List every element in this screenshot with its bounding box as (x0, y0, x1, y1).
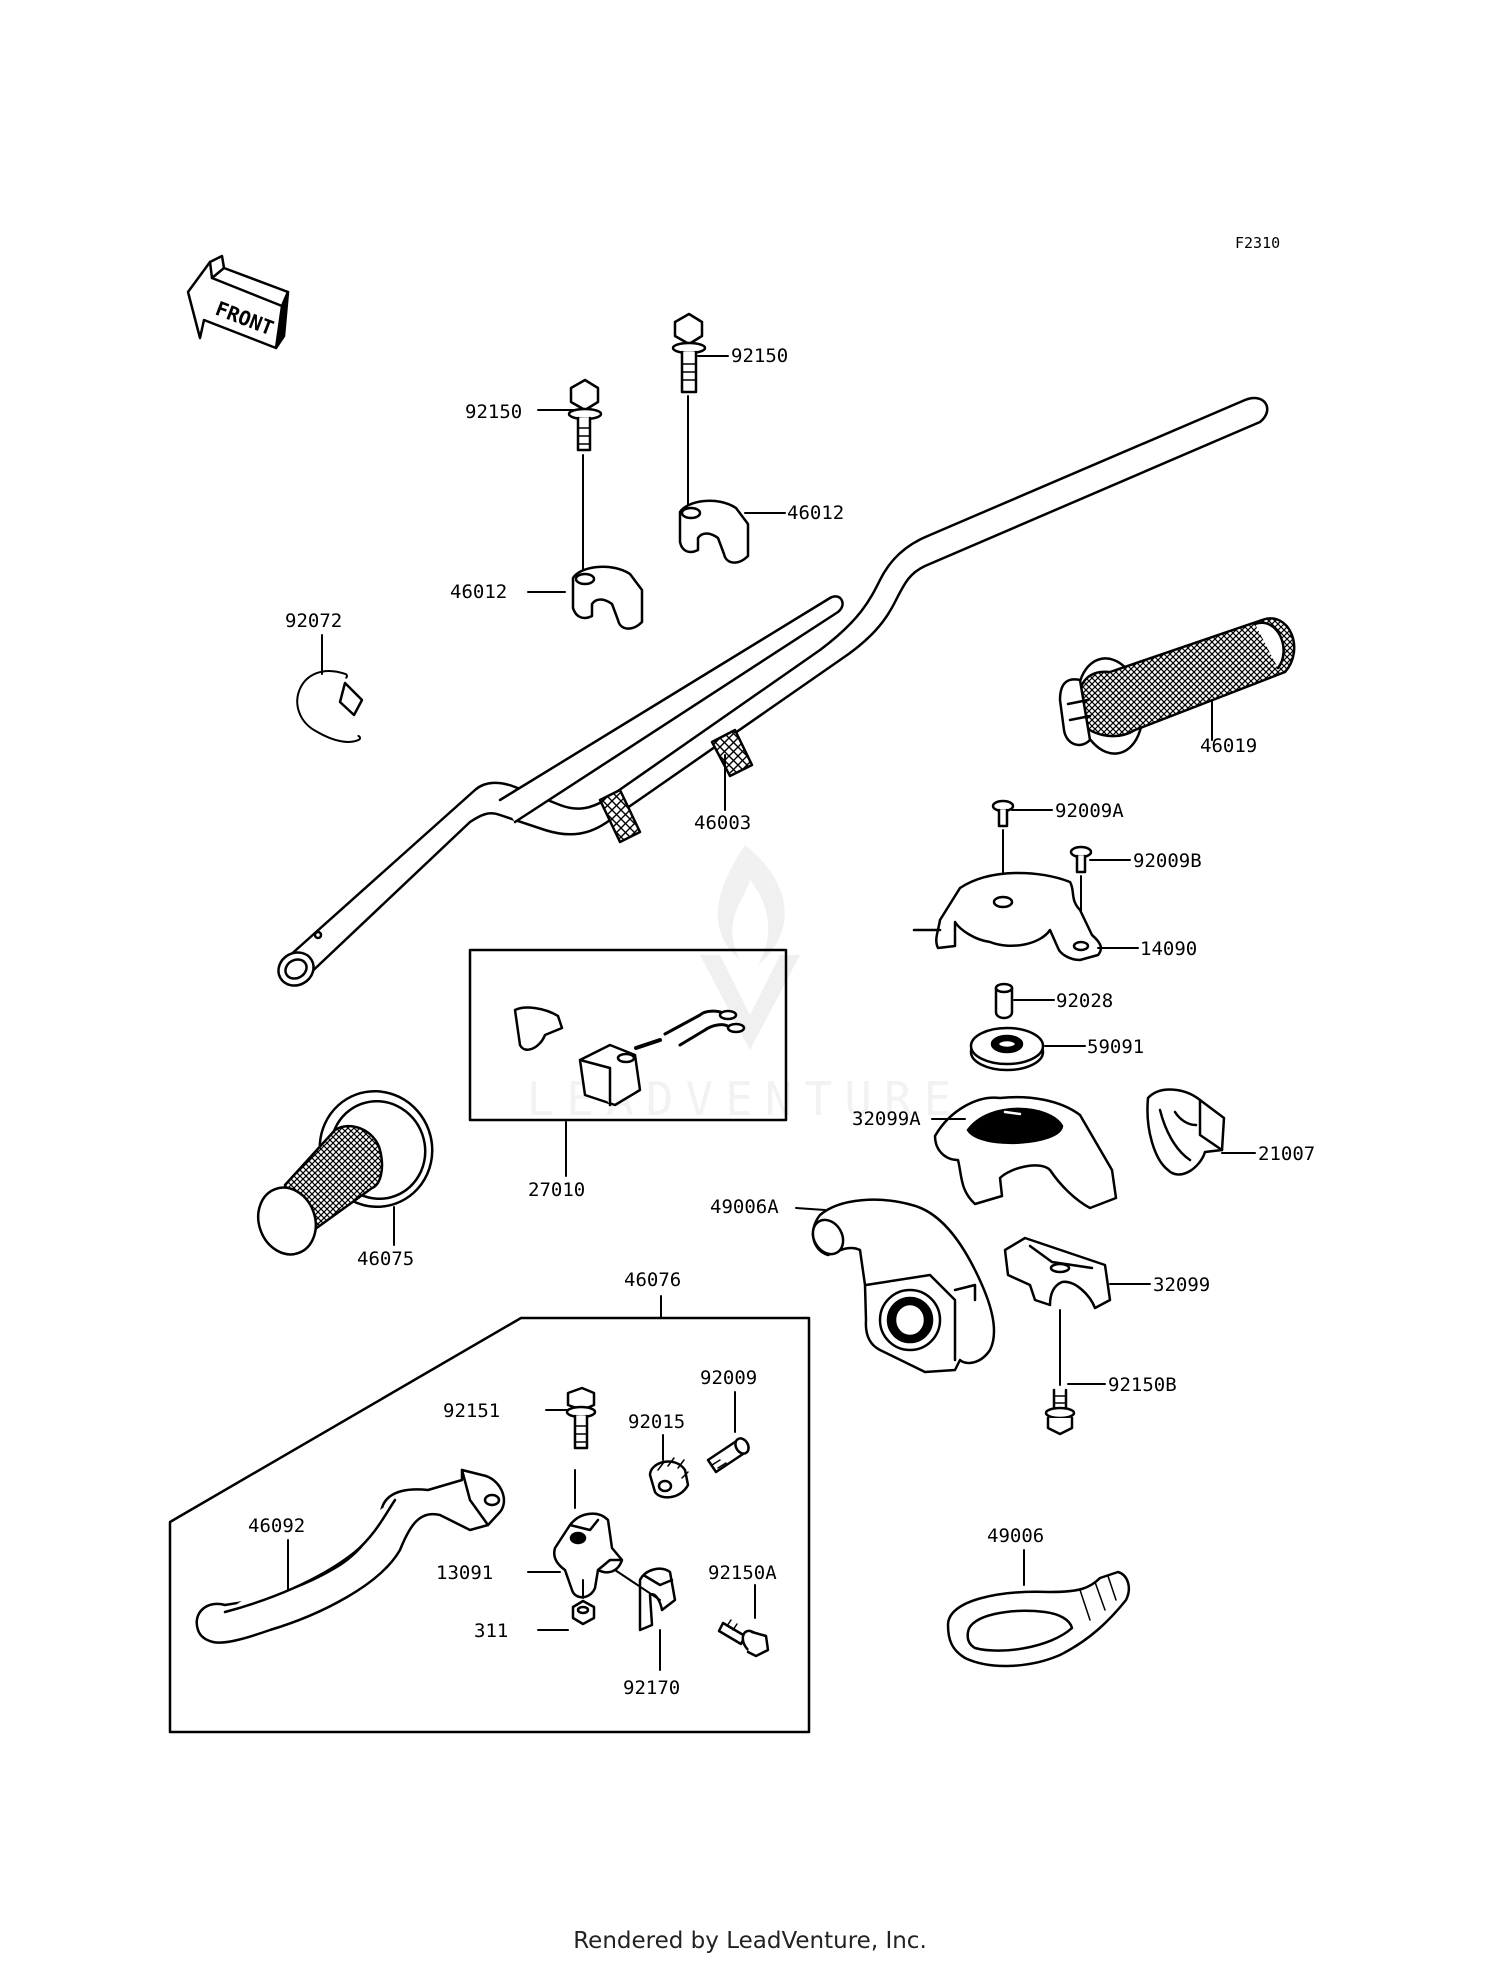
lever-assembly-box (168, 1295, 811, 1734)
throttle-clamp (1003, 1236, 1112, 1386)
part-label-92150-right: 92150 (731, 345, 788, 367)
part-label-92009a: 92009A (1055, 800, 1124, 822)
handlebar (277, 396, 1269, 987)
part-label-92150b: 92150B (1108, 1374, 1177, 1396)
part-label-92028: 92028 (1056, 990, 1113, 1012)
part-label-13091: 13091 (436, 1562, 493, 1584)
part-label-311: 311 (474, 1620, 508, 1642)
part-labels: F2310 92150 92150 46012 46012 92072 4600… (248, 234, 1315, 1699)
lever-holder (553, 1512, 624, 1599)
throttle-cover (912, 871, 1103, 962)
nut-311 (571, 1579, 596, 1626)
throttle-cover-boot (946, 1570, 1130, 1668)
part-label-46012-right: 46012 (787, 502, 844, 524)
part-label-46092: 46092 (248, 1515, 305, 1537)
part-label-14090: 14090 (1140, 938, 1197, 960)
throttle-drum (1146, 1088, 1226, 1176)
part-label-92072: 92072 (285, 610, 342, 632)
bolt-92151 (565, 1386, 597, 1509)
diagram-code: F2310 (1235, 234, 1280, 252)
locknut-92015 (648, 1457, 690, 1499)
part-label-21007: 21007 (1258, 1143, 1315, 1165)
part-label-49006: 49006 (987, 1525, 1044, 1547)
collar (994, 982, 1014, 1020)
part-label-92150a: 92150A (708, 1562, 777, 1584)
handlebar-holder-left (571, 565, 644, 630)
handlebar-holder-right (678, 499, 750, 564)
part-label-59091: 59091 (1087, 1036, 1144, 1058)
throttle-housing-lower (811, 1198, 996, 1374)
part-label-32099a: 32099A (852, 1108, 921, 1130)
holder-bolt-left (567, 378, 603, 575)
part-label-27010: 27010 (528, 1179, 585, 1201)
part-label-46012-left: 46012 (450, 581, 507, 603)
lever-clamp (614, 1567, 677, 1632)
clutch-lever (195, 1468, 506, 1644)
throttle-grip (1058, 617, 1296, 755)
footer-credit: Rendered by LeadVenture, Inc. (573, 1928, 927, 1954)
part-label-92170: 92170 (623, 1677, 680, 1699)
part-label-92009b: 92009B (1133, 850, 1202, 872)
part-label-92009: 92009 (700, 1367, 757, 1389)
band-clip (296, 670, 364, 743)
part-label-92150-left: 92150 (465, 401, 522, 423)
part-label-92015: 92015 (628, 1411, 685, 1433)
part-label-46075: 46075 (357, 1248, 414, 1270)
bolt-92150b (1044, 1388, 1076, 1436)
part-label-46019: 46019 (1200, 735, 1257, 757)
left-grip (256, 1089, 434, 1256)
part-label-92151: 92151 (443, 1400, 500, 1422)
part-label-32099: 32099 (1153, 1274, 1210, 1296)
bolt-92150a (717, 1619, 770, 1658)
pulley (969, 1026, 1045, 1072)
throttle-housing-upper (933, 1095, 1118, 1210)
part-label-46076: 46076 (624, 1269, 681, 1291)
front-arrow-icon: FRONT (186, 254, 290, 350)
part-label-46003: 46003 (694, 812, 751, 834)
part-label-49006a: 49006A (710, 1196, 779, 1218)
kill-switch-box (468, 948, 788, 1177)
holder-bolt-right (671, 312, 707, 509)
adjuster-92009 (706, 1437, 750, 1474)
leader-lines (287, 355, 1256, 1671)
